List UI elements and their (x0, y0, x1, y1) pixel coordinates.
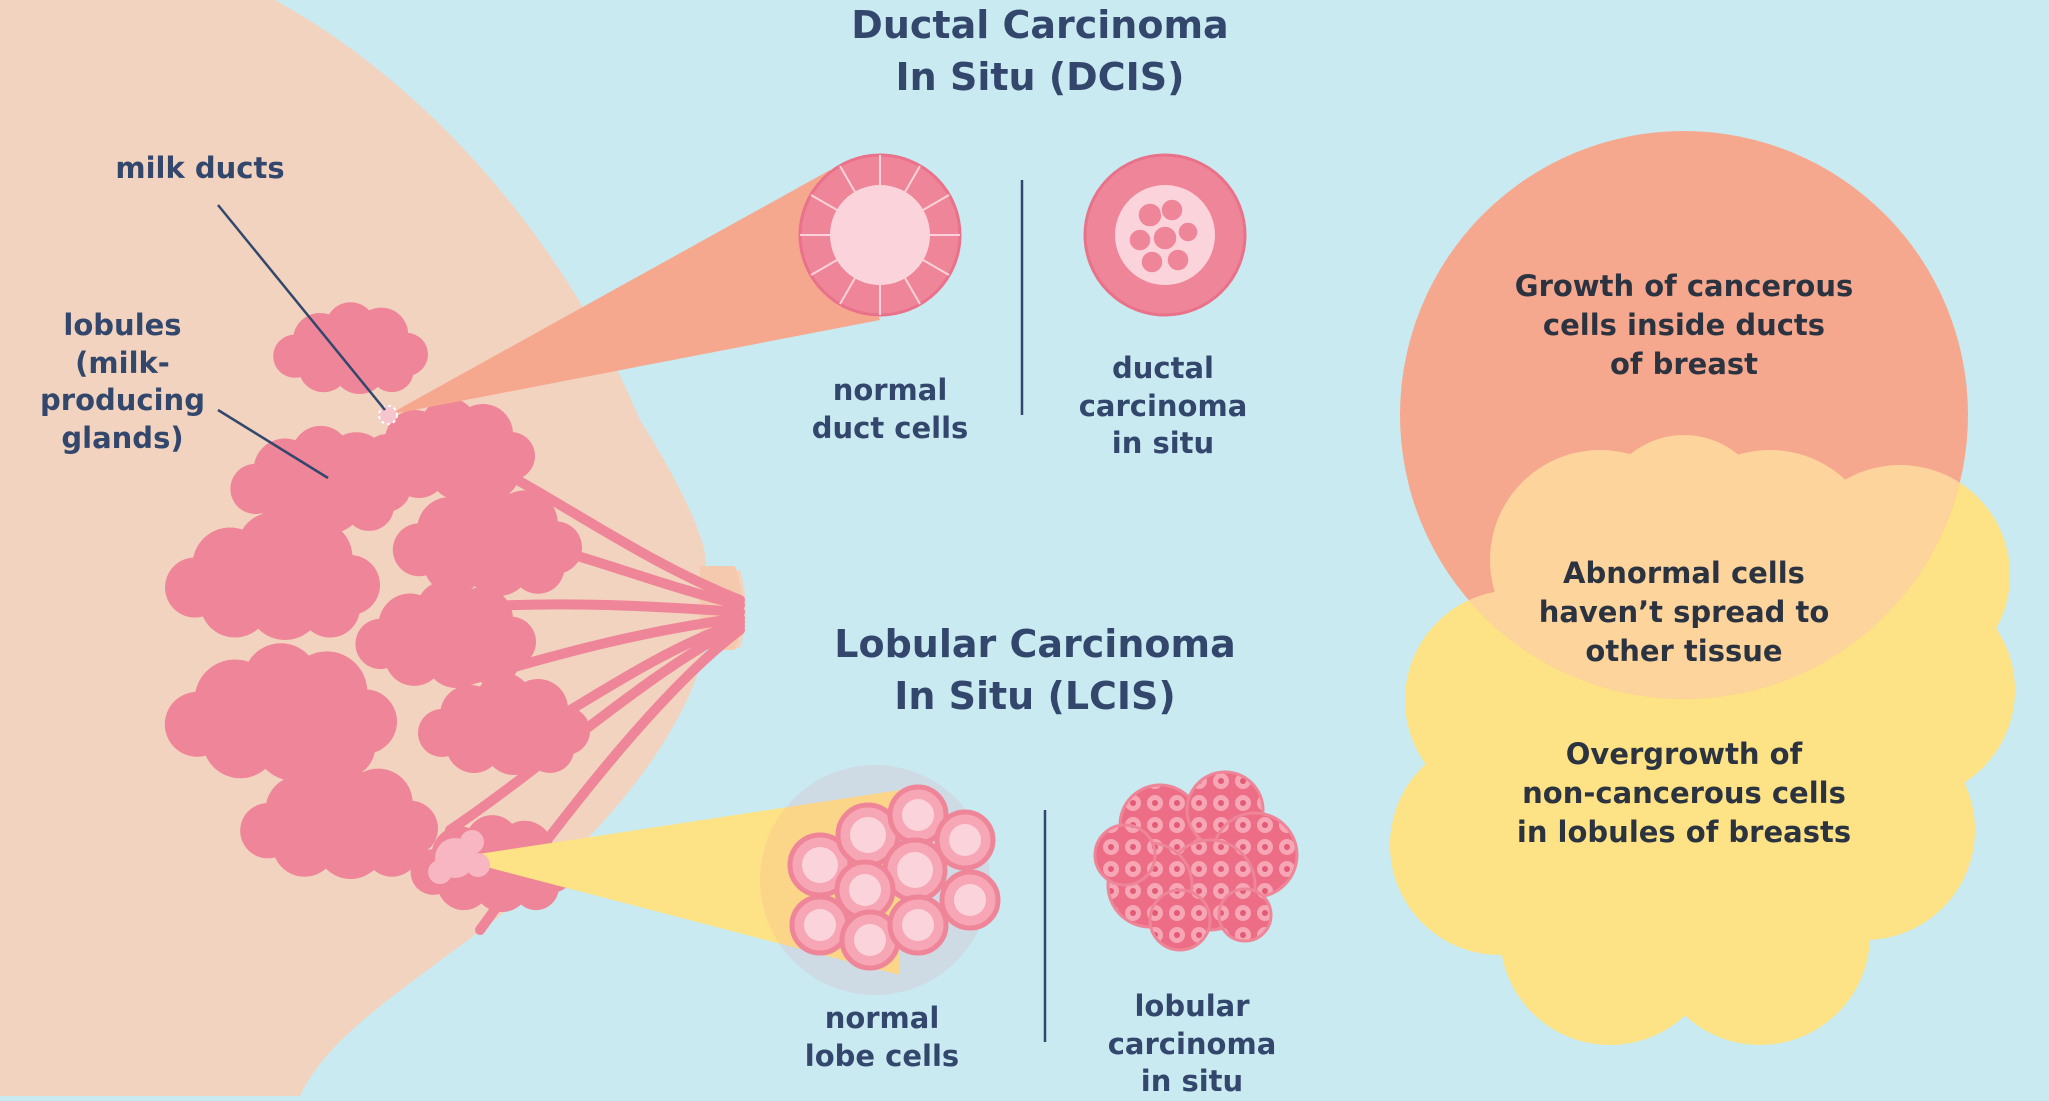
ductal-carcinoma-cross-section (1085, 155, 1245, 315)
dcis-title: Ductal Carcinoma In Situ (DCIS) (780, 0, 1300, 104)
lobules-label: lobules (milk-producing glands) (0, 307, 245, 458)
venn-lcis-text: Overgrowth of non-cancerous cells in lob… (1454, 735, 1914, 852)
lcis-title: Lobular Carcinoma In Situ (LCIS) (775, 618, 1295, 723)
normal-lobe-caption: normal lobe cells (772, 1000, 992, 1075)
ductal-carcinoma-caption: ductal carcinoma in situ (1053, 350, 1273, 463)
venn-dcis-text: Growth of cancerous cells inside ducts o… (1484, 267, 1884, 384)
lobular-carcinoma-cluster (1095, 772, 1297, 950)
normal-duct-cross-section (800, 155, 960, 315)
normal-duct-caption: normal duct cells (780, 372, 1000, 447)
lobular-carcinoma-caption: lobular carcinoma in situ (1082, 988, 1302, 1101)
venn-overlap-text: Abnormal cells haven’t spread to other t… (1484, 554, 1884, 671)
normal-lobe-cells (760, 765, 998, 995)
milk-ducts-label: milk ducts (90, 150, 310, 188)
duct-highlight (379, 406, 397, 424)
